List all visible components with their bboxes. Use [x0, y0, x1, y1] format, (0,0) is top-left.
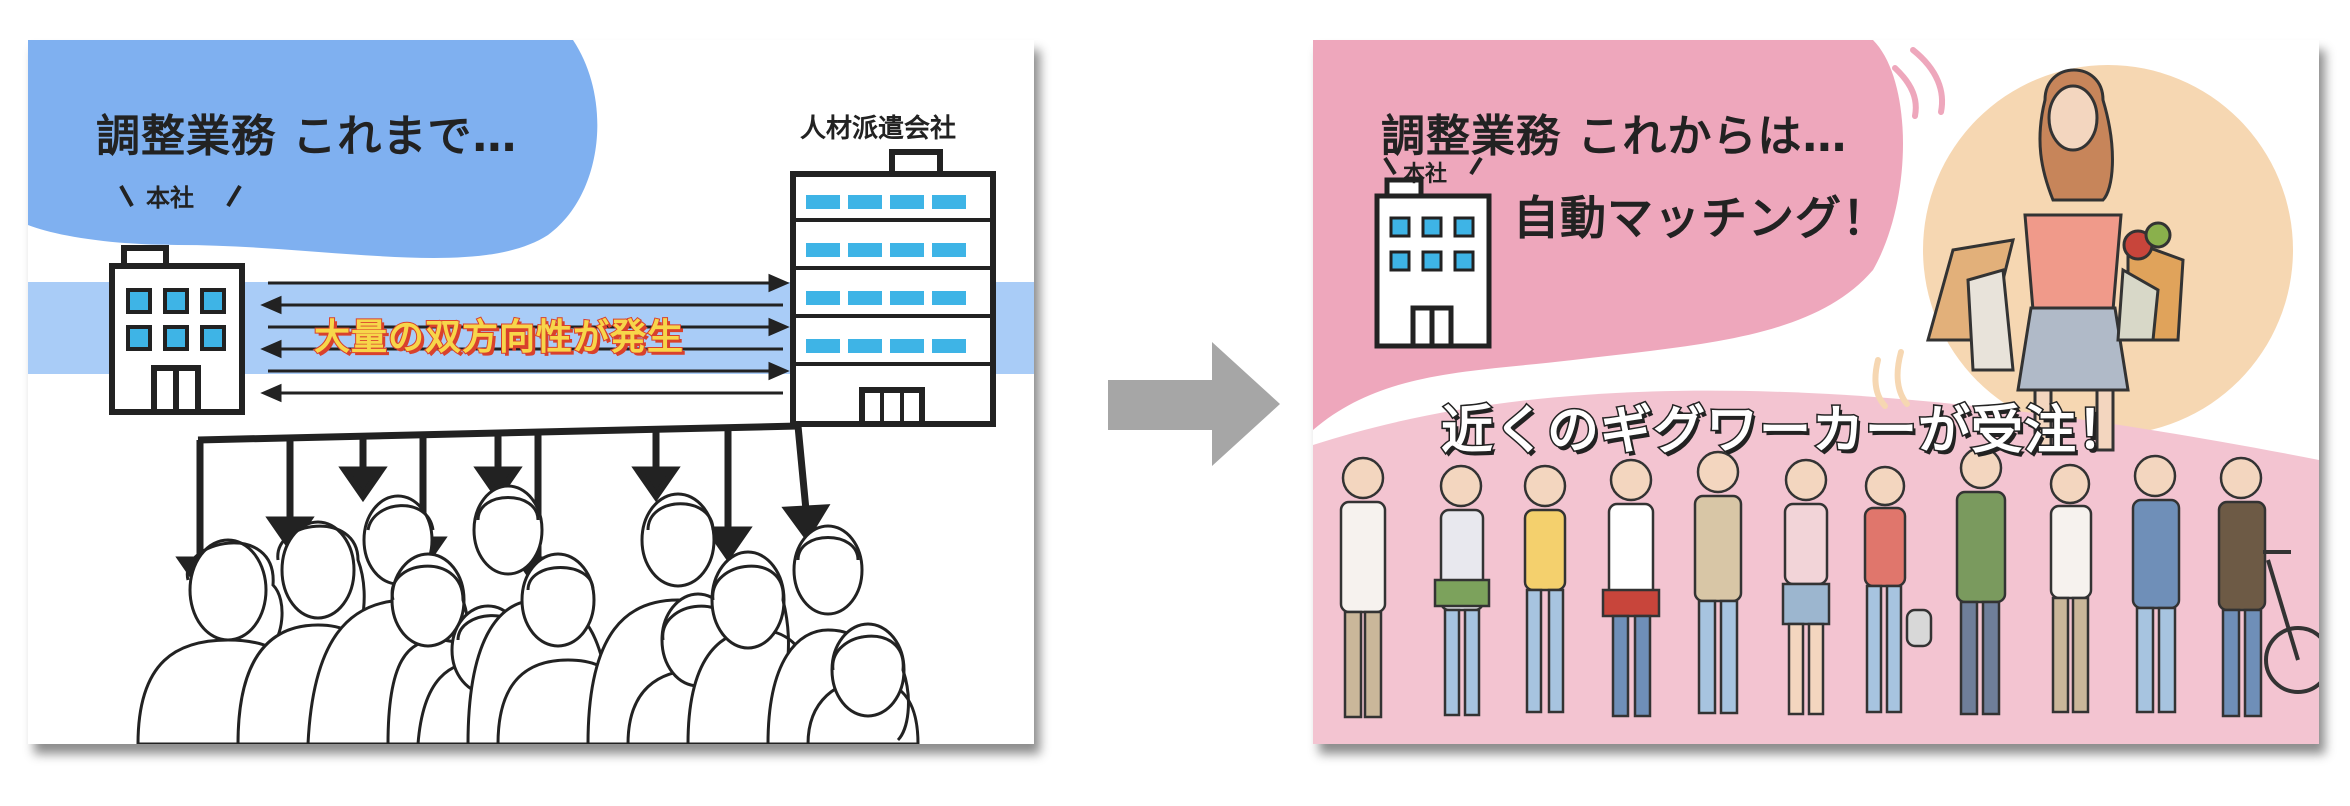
before-illustration [28, 40, 1034, 744]
gig-workers-illustration [1339, 446, 2267, 719]
after-panel: 調整業務 これからは… 本社 自動マッチング！ 近くのギグワーカーが受注！ [1313, 40, 2319, 744]
right-arrow-icon [1108, 342, 1280, 466]
before-panel: 調整業務 これまで… 本社 人材派遣会社 大量の双方向性が発生 [28, 40, 1034, 744]
after-title: 調整業務 これからは… [1381, 111, 1848, 162]
matching-label: 自動マッチング！ [1513, 191, 1889, 245]
agency-tower-icon [790, 149, 996, 427]
crowd-illustration [136, 484, 920, 744]
agency-label: 人材派遣会社 [800, 114, 957, 144]
before-hq-label: 本社 [146, 184, 194, 212]
hq-decor-strokes [119, 184, 242, 208]
after-hq-label: 本社 [1403, 162, 1448, 187]
before-banner: 大量の双方向性が発生 [313, 316, 685, 359]
after-illustration [1313, 40, 2319, 744]
after-banner: 近くのギグワーカーが受注！ [1439, 400, 2131, 463]
title-bubble [28, 40, 598, 258]
bicycle-icon [2263, 550, 2319, 694]
hq-building-icon [1374, 177, 1492, 349]
two-way-arrows [260, 273, 790, 403]
shopper-illustration [1926, 68, 2185, 452]
hq-building-icon [109, 245, 245, 415]
before-title: 調整業務 これまで… [96, 111, 518, 162]
